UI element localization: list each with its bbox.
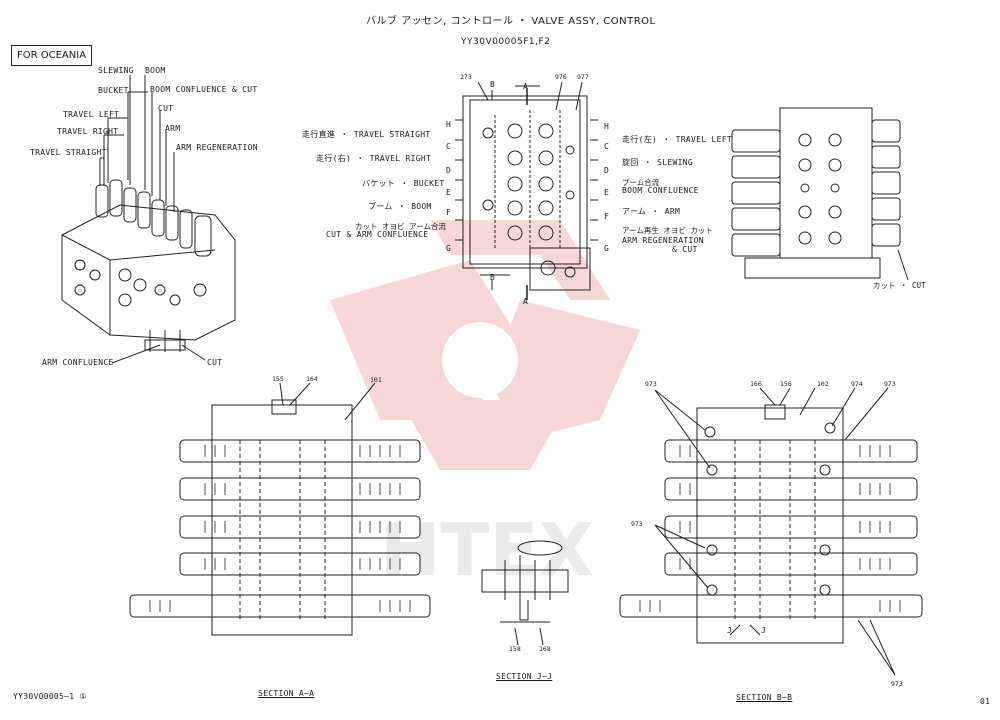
doc-number: YY30V00005−1 ① [13, 692, 87, 701]
section-letter-f-right: F [604, 212, 610, 221]
iso-view [61, 75, 236, 364]
ref-158: 158 [509, 645, 521, 653]
section-letter-f-left: F [446, 208, 452, 217]
label-bucket: BUCKET [98, 86, 129, 95]
section-letter-e-right: E [604, 188, 610, 197]
section-letter-g-left: G [446, 244, 452, 253]
label-travel-left: TRAVEL LEFT [63, 110, 120, 119]
label-boom: BOOM [145, 66, 166, 75]
label-arm: ARM [165, 124, 181, 133]
region-box: FOR OCEANIA [11, 45, 93, 66]
ref-101: 101 [370, 376, 382, 384]
front-label-travel-left: 走行(左) ・ TRAVEL LEFT [622, 135, 732, 144]
section-letter-e-left: E [446, 188, 452, 197]
section-aa-title: SECTION A−A [258, 689, 315, 698]
front-label-cut-arm-jp: カット オヨビ アーム合流 [355, 222, 446, 231]
section-bb-title: SECTION B−B [736, 693, 793, 702]
front-label-boom: ブーム ・ BOOM [368, 202, 432, 211]
ref-973-top-left: 973 [645, 380, 657, 388]
ref-976: 976 [555, 73, 567, 81]
section-letter-c-right: C [604, 142, 610, 151]
section-jj-title: SECTION J−J [496, 672, 553, 681]
label-travel-straight: TRAVEL STRAIGHT [30, 148, 107, 157]
front-label-arm: アーム ・ ARM [622, 207, 681, 216]
section-letter-h-left: H [446, 120, 452, 129]
ref-974: 974 [851, 380, 863, 388]
ref-155: 155 [272, 375, 284, 383]
diagram-title: バルブ アッセン, コントロール ・ VALVE ASSY, CONTROL [366, 16, 656, 27]
section-mark-j-right: J [761, 626, 767, 635]
label-boom-confluence-cut: BOOM CONFLUENCE & CUT [150, 85, 258, 94]
label-cut: CUT [158, 104, 174, 113]
section-mark-b-bottom: B [490, 273, 496, 282]
front-label-bucket: バケット ・ BUCKET [362, 179, 445, 188]
ref-977: 977 [577, 73, 589, 81]
ref-273: 273 [460, 73, 472, 81]
label-slewing: SLEWING [98, 66, 134, 75]
section-aa [129, 382, 431, 636]
front-label-travel-straight: 走行直進 ・ TRAVEL STRAIGHT [302, 130, 431, 139]
ref-973-mid-left: 973 [631, 520, 643, 528]
front-label-cut-arm-confluence: CUT & ARM CONFLUENCE [326, 230, 429, 239]
ref-973-bottom: 973 [891, 680, 903, 688]
page-number: 01 [980, 697, 991, 706]
front-label-slewing: 旋回 ・ SLEWING [622, 158, 693, 167]
watermark-text: HTEX [380, 508, 594, 592]
ref-164: 164 [306, 375, 318, 383]
side-label-cut: カット ・ CUT [873, 281, 926, 290]
front-label-and-cut: & CUT [672, 245, 698, 254]
section-letter-g-right: G [604, 244, 610, 253]
section-mark-a-bottom: A [523, 297, 529, 306]
front-view [455, 81, 598, 300]
label-travel-right: TRAVEL RIGHT [57, 127, 119, 136]
section-jj [481, 540, 569, 646]
ref-156: 156 [780, 380, 792, 388]
section-bb [619, 387, 923, 676]
front-label-arm-regeneration: ARM REGENERATION [622, 236, 704, 245]
ref-102: 102 [817, 380, 829, 388]
front-label-arm-regen-jp: アーム再生 オヨビ カット [622, 226, 713, 235]
ref-973-top-right: 973 [884, 380, 896, 388]
label-arm-regeneration: ARM REGENERATION [176, 143, 258, 152]
section-mark-a-top: A [523, 82, 529, 91]
ref-168: 168 [539, 645, 551, 653]
section-mark-b-top: B [490, 80, 496, 89]
front-label-boom-confluence: BOOM CONFLUENCE [622, 186, 699, 195]
front-label-travel-right: 走行(右) ・ TRAVEL RIGHT [316, 154, 432, 163]
side-view [731, 107, 909, 281]
ref-166: 166 [750, 380, 762, 388]
section-mark-j-left: J [727, 626, 733, 635]
front-label-boom-confluence-jp: ブーム合流 [622, 178, 660, 187]
label-cut-bottom: CUT [207, 358, 223, 367]
section-letter-d-right: D [604, 166, 610, 175]
model-code: YY30V00005F1,F2 [461, 37, 551, 47]
label-arm-confluence: ARM CONFLUENCE [42, 358, 114, 367]
section-letter-h-right: H [604, 122, 610, 131]
section-letter-c-left: C [446, 142, 452, 151]
section-letter-d-left: D [446, 166, 452, 175]
